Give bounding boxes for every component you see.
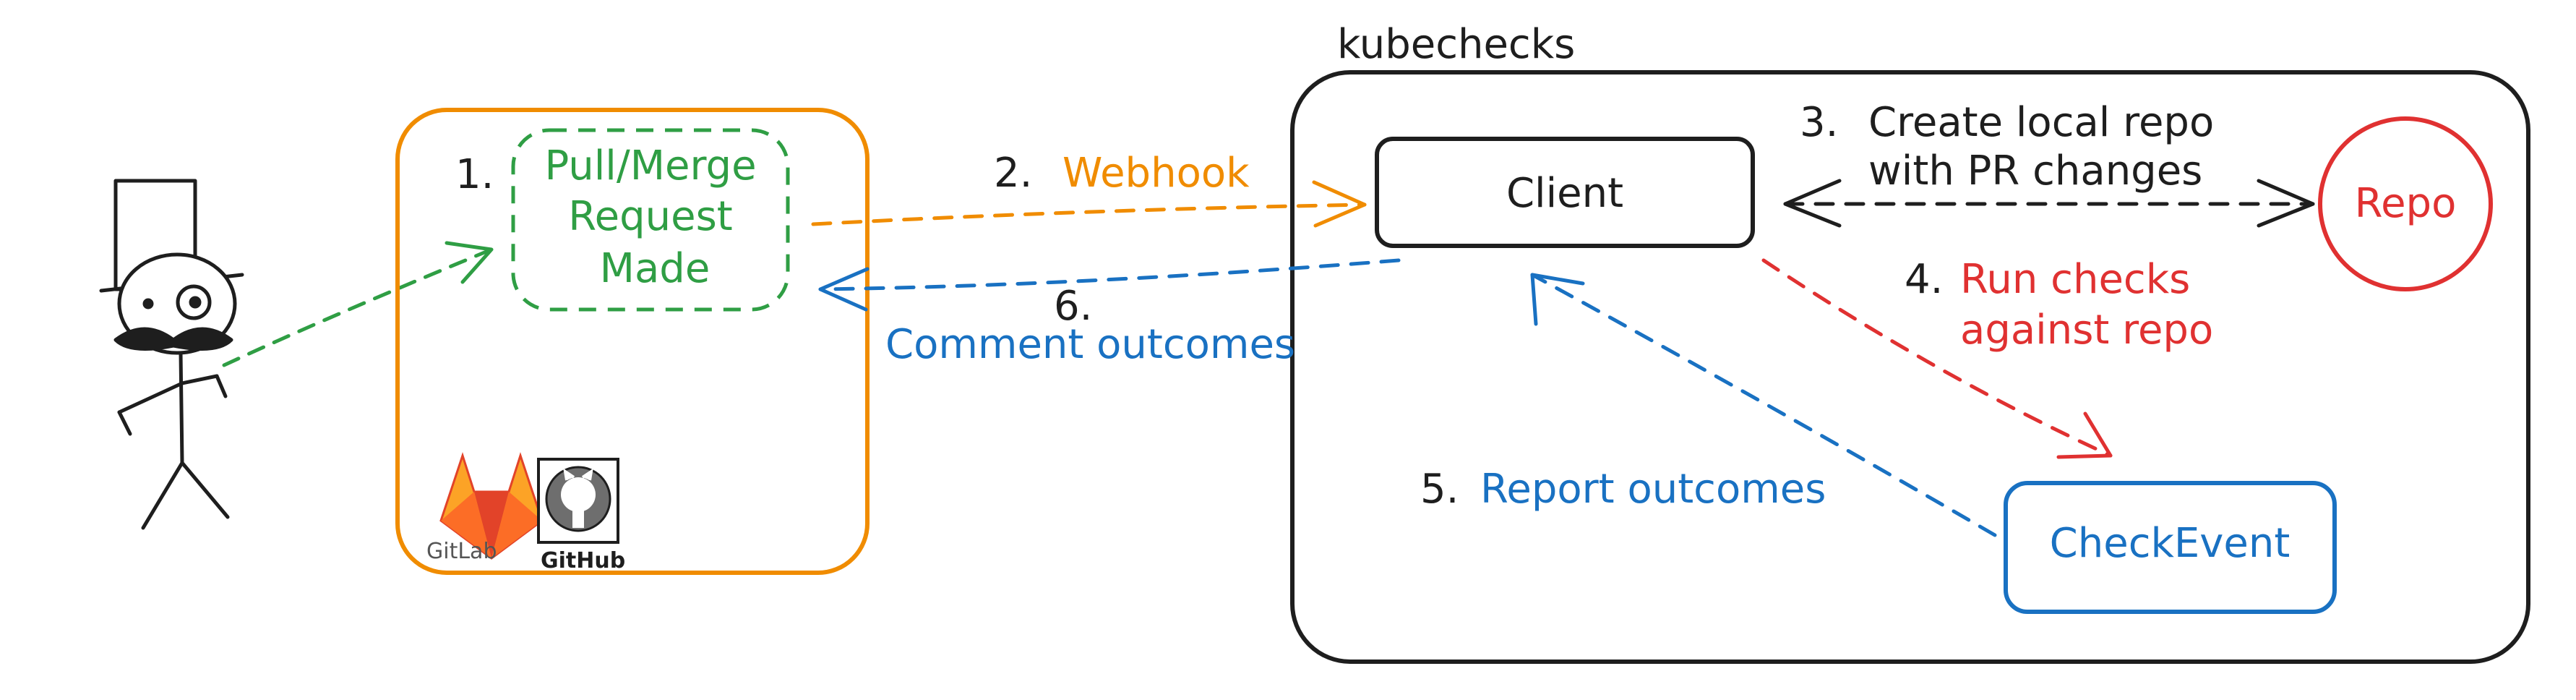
arrowhead-webhook [1312,180,1367,228]
arrow-report [1530,273,1997,537]
step-5-number: 5. [1420,466,1459,513]
arrowhead-create-repo-right [2257,179,2315,228]
gitlab-logo-icon [439,452,544,560]
step-3-line-1: Create local repo [1868,99,2214,146]
pull-request-line-1: Pull/Merge [544,142,756,189]
kubechecks-box [1290,70,2530,664]
checkevent-box [2004,481,2337,614]
pull-request-line-3: Made [600,245,710,292]
arrow-user-to-request [222,247,494,367]
arrow-comment [818,258,1401,291]
step-2-number: 2. [994,150,1032,197]
repo-label: Repo [2355,180,2457,227]
step-4-line-1: Run checks [1960,256,2190,303]
arrowhead-run-checks [2056,411,2113,459]
step-6-label: Comment outcomes [885,321,1295,368]
vcs-box [395,108,870,575]
step-2-label: Webhook [1062,150,1250,197]
client-label: Client [1506,170,1623,217]
arrowhead-report [1530,273,1585,326]
arrowhead-create-repo-left [1783,179,1842,228]
gitlab-label: GitLab [426,539,497,564]
step-1-label: 1. [455,151,494,198]
checkevent-label: CheckEvent [2050,520,2291,567]
step-3-number: 3. [1800,99,1838,146]
step-4-number: 4. [1905,256,1943,303]
step-3-line-2: with PR changes [1868,148,2202,195]
github-label: GitHub [541,548,625,573]
user-stickfigure-icon [99,179,244,530]
step-5-label: Report outcomes [1480,466,1826,513]
step-6-number: 6. [1054,283,1092,330]
pull-request-line-2: Request [568,193,732,240]
kubechecks-title: kubechecks [1337,21,1575,68]
pull-request-box [511,128,790,312]
github-logo-icon [537,458,619,544]
arrow-webhook [811,202,1367,226]
arrowhead-comment [818,267,870,312]
arrowhead-user-to-request [445,241,494,284]
repo-node [2318,116,2493,291]
client-box [1375,137,1755,248]
arrow-run-checks [1761,258,2113,458]
step-4-line-2: against repo [1960,307,2213,354]
